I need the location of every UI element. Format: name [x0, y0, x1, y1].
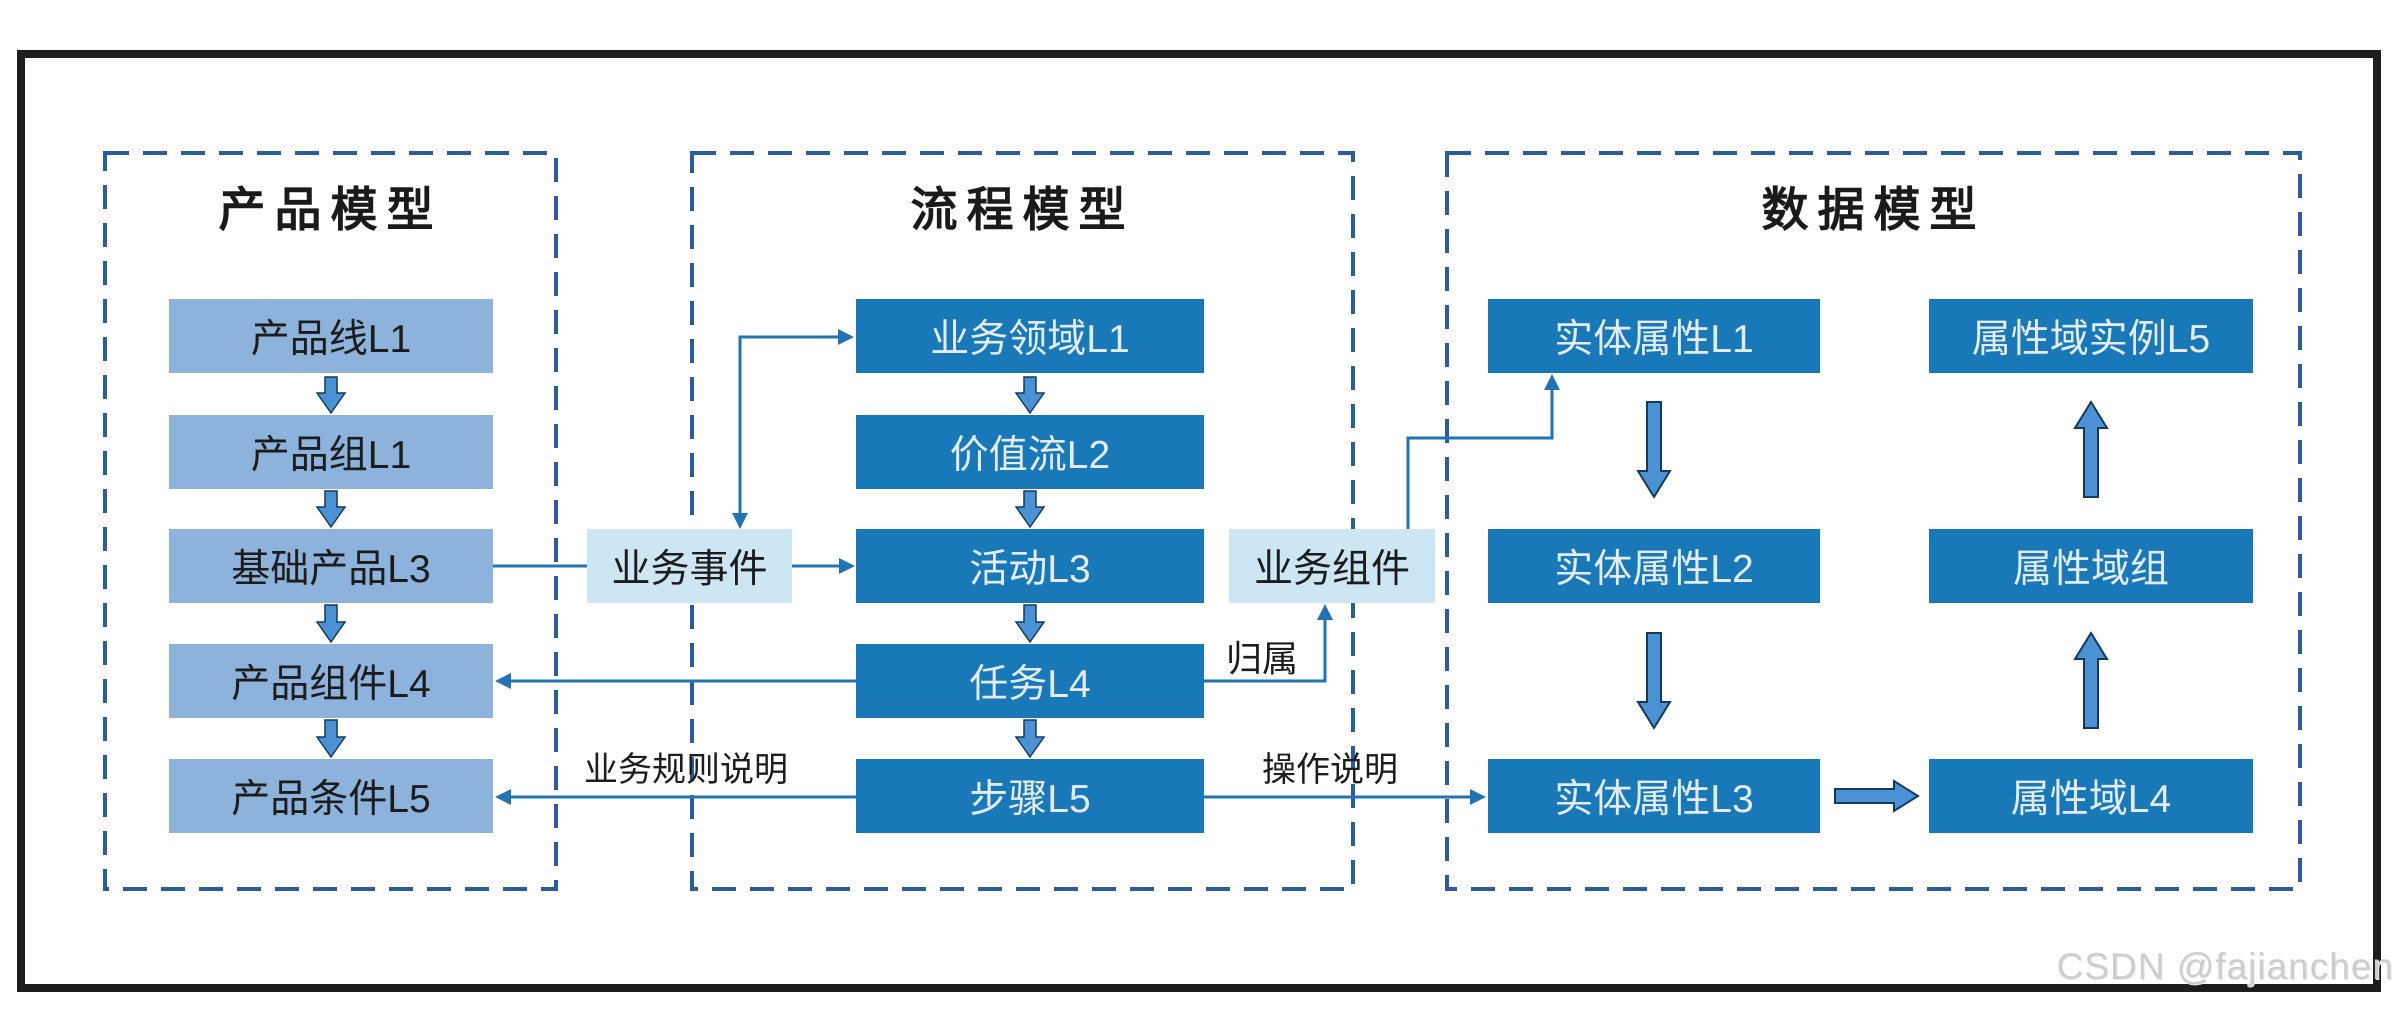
- label-business-rule: 业务规则说明: [584, 751, 788, 789]
- box-base-product-l3: 基础产品L3: [169, 529, 493, 603]
- box-product-line-l1: 产品线L1: [169, 299, 493, 373]
- down-arrow-icon: [1636, 401, 1672, 499]
- outer-border: [17, 50, 2381, 992]
- down-arrow-icon: [1636, 632, 1672, 730]
- label-operation: 操作说明: [1262, 751, 1398, 789]
- box-business-event: 业务事件: [587, 529, 792, 603]
- box-product-group-l1: 产品组L1: [169, 415, 493, 489]
- box-attribute-domain-instance-l5: 属性域实例L5: [1929, 299, 2253, 373]
- box-activity-l3: 活动L3: [856, 529, 1204, 603]
- down-arrow-icon: [315, 604, 347, 644]
- down-arrow-icon: [1014, 490, 1046, 529]
- edge-businessevent-domain: [738, 335, 838, 518]
- data-section-title: 数据模型: [1761, 183, 1986, 236]
- box-attribute-domain-group: 属性域组: [1929, 529, 2253, 603]
- down-arrow-icon: [1014, 719, 1046, 759]
- watermark: CSDN @fajianchen: [2056, 946, 2394, 987]
- label-belongs-to: 归属: [1225, 638, 1298, 679]
- data-column-arrows: [1636, 400, 2109, 813]
- edge-businesscomponent-entityattr1: [1406, 386, 1554, 529]
- box-task-l4: 任务L4: [856, 644, 1204, 718]
- arrowhead-up: [1544, 374, 1560, 390]
- box-business-component: 业务组件: [1229, 529, 1435, 603]
- down-arrow-icon: [1014, 376, 1046, 415]
- down-arrow-icon: [315, 490, 347, 529]
- box-product-condition-l5: 产品条件L5: [169, 759, 493, 833]
- arrowhead-right: [839, 558, 855, 574]
- box-entity-attribute-l2: 实体属性L2: [1488, 529, 1820, 603]
- product-section-title: 产品模型: [218, 183, 443, 236]
- box-step-l5: 步骤L5: [856, 759, 1204, 833]
- product-column-down-arrows: [315, 376, 347, 759]
- arrowhead-left: [495, 789, 511, 805]
- arrowhead-right: [1470, 789, 1486, 805]
- arrowhead-right: [838, 329, 854, 345]
- product-section-frame: [103, 151, 558, 891]
- down-arrow-icon: [315, 719, 347, 759]
- up-arrow-icon: [2073, 400, 2109, 498]
- box-product-component-l4: 产品组件L4: [169, 644, 493, 718]
- process-section-title: 流程模型: [910, 183, 1135, 236]
- down-arrow-icon: [315, 376, 347, 415]
- connectors: [493, 329, 1560, 805]
- up-arrow-icon: [2073, 631, 2109, 729]
- box-business-domain-l1: 业务领域L1: [856, 299, 1204, 373]
- box-attribute-domain-l4: 属性域L4: [1929, 759, 2253, 833]
- down-arrow-icon: [1014, 604, 1046, 644]
- box-entity-attribute-l1: 实体属性L1: [1488, 299, 1820, 373]
- process-column-down-arrows: [1014, 376, 1046, 759]
- arrowhead-up: [1317, 604, 1333, 620]
- data-section-frame: [1445, 151, 2302, 891]
- process-section-frame: [690, 151, 1355, 891]
- right-arrow-icon: [1834, 779, 1920, 813]
- arrowhead-down: [732, 513, 748, 529]
- box-entity-attribute-l3: 实体属性L3: [1488, 759, 1820, 833]
- edge-task-businesscomponent: [1204, 616, 1327, 683]
- box-value-stream-l2: 价值流L2: [856, 415, 1204, 489]
- arrowhead-left: [495, 673, 511, 689]
